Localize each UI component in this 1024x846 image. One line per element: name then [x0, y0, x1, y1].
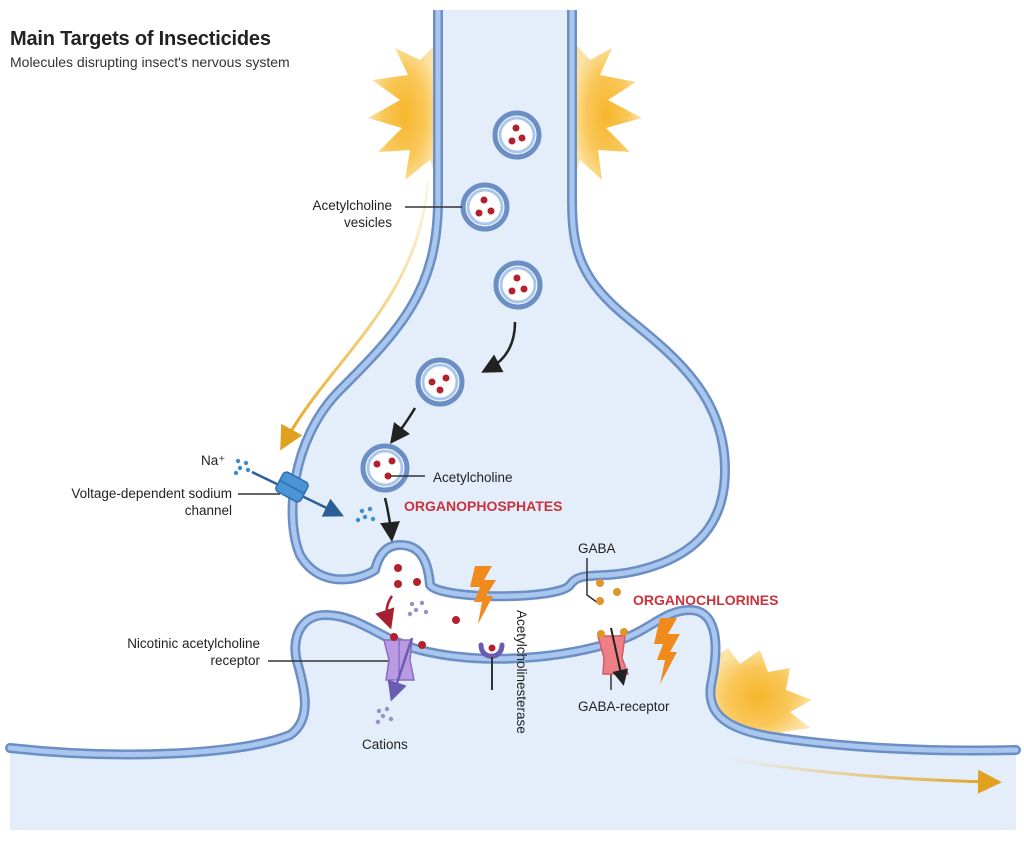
sodium-ions [233, 458, 251, 476]
label-acetylcholine: Acetylcholine [433, 470, 513, 485]
label-sodium-ion: Na⁺ [201, 453, 226, 468]
gaba-molecules [596, 579, 621, 605]
vesicle [493, 260, 543, 310]
vesicle [415, 357, 465, 407]
label-acetylcholine-vesicles: Acetylcholine vesicles [280, 197, 392, 231]
organophosphate-bolt-icon [470, 566, 496, 624]
vesicle [460, 182, 510, 232]
action-potential-burst-left [368, 40, 440, 190]
vesicle-acetylcholine [360, 443, 410, 493]
label-organochlorines: ORGANOCHLORINES [633, 592, 779, 608]
sodium-ions-inside [355, 506, 376, 523]
label-gaba-receptor: GABA-receptor [578, 699, 670, 714]
label-line: vesicles [343, 215, 392, 230]
diagram-title: Main Targets of Insecticides [10, 28, 271, 50]
label-cations: Cations [362, 737, 408, 752]
released-acetylcholine [394, 564, 460, 624]
leader-line-gaba [586, 558, 599, 604]
label-sodium-channel: Voltage-dependent sodium channel [20, 485, 232, 519]
label-line: channel [184, 503, 232, 518]
nicotinic-acetylcholine-receptor [383, 633, 426, 681]
label-line: Acetylcholine [312, 198, 392, 213]
diagram-subtitle: Molecules disrupting insect's nervous sy… [10, 54, 290, 70]
postsynaptic-neuron [10, 610, 1016, 830]
action-potential-burst-right [572, 40, 642, 190]
acetylcholinesterase-enzyme [478, 642, 505, 690]
cations-cleft [407, 600, 429, 617]
action-potential-arrow-right [724, 756, 1002, 794]
label-line: Voltage-dependent sodium [71, 486, 232, 501]
vesicle [492, 110, 542, 160]
vesicle-movement-arrow [380, 497, 400, 542]
label-nicotinic-receptor: Nicotinic acetylcholine receptor [70, 635, 260, 669]
voltage-dependent-sodium-channel [275, 471, 309, 503]
action-potential-arrow-down [280, 179, 430, 451]
cation-flow-arrow [387, 637, 414, 702]
label-line: Nicotinic acetylcholine [127, 636, 260, 651]
cations-postsynaptic [375, 706, 394, 725]
label-gaba: GABA [578, 541, 616, 556]
organochlorine-bolt-icon [654, 618, 680, 684]
label-organophosphates: ORGANOPHOSPHATES [404, 498, 563, 514]
vesicle-movement-arrow [481, 321, 517, 373]
acetylcholine-binding-arrow [375, 595, 395, 630]
chloride-flow-arrow [610, 627, 629, 686]
gaba-receptor [597, 628, 630, 675]
label-line: receptor [210, 653, 260, 668]
vesicle-movement-arrow [390, 407, 417, 445]
label-acetylcholinesterase: Acetylcholinesterase [514, 610, 529, 734]
